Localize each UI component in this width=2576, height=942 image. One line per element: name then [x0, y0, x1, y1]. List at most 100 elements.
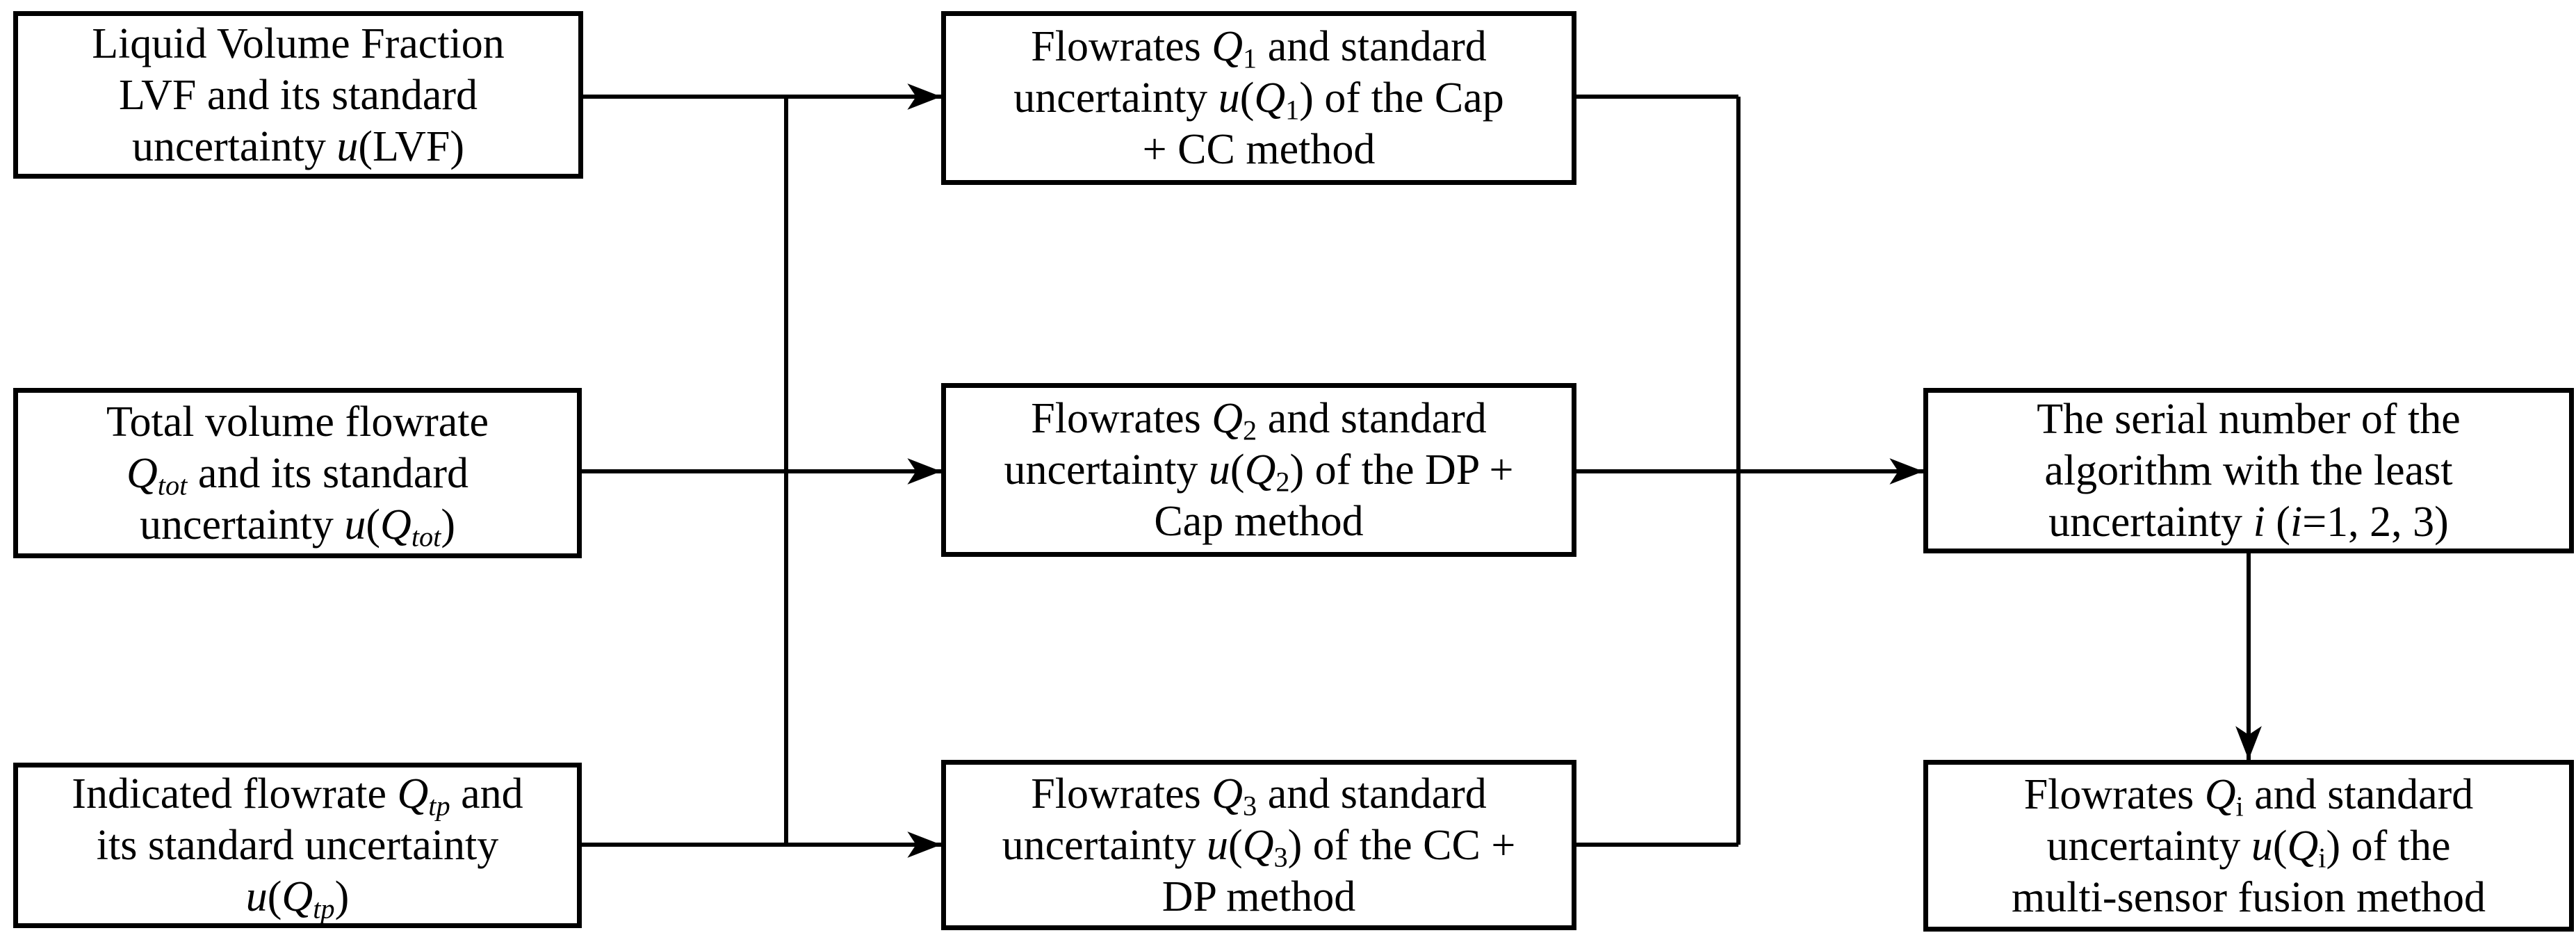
text-line: DP method	[1162, 871, 1355, 923]
text-line: uncertainty i (i=1, 2, 3)	[2048, 496, 2449, 548]
text-segment: Q	[1212, 395, 1244, 442]
text-segment: and its standard	[187, 449, 468, 497]
text-segment: and standard	[2243, 770, 2474, 818]
text-segment: (	[366, 501, 381, 549]
text-line: uncertainty u(Q3) of the CC +	[1002, 820, 1516, 871]
text-line: uncertainty u(Q2) of the DP +	[1004, 444, 1514, 496]
text-line: + CC method	[1143, 124, 1376, 175]
text-line: Flowrates Q3 and standard	[1031, 768, 1487, 820]
text-segment: and standard	[1257, 770, 1487, 818]
text-segment: and	[450, 770, 523, 818]
text-segment: its standard uncertainty	[96, 822, 499, 869]
text-segment: uncertainty	[1013, 74, 1218, 122]
text-segment: )	[441, 501, 456, 549]
text-segment: i	[2290, 498, 2303, 546]
text-segment: Q	[1244, 446, 1276, 494]
text-line: LVF and its standard	[119, 70, 478, 121]
text-segment: Cap method	[1154, 498, 1364, 545]
text-line: Flowrates Q1 and standard	[1031, 21, 1487, 72]
text-segment: Flowrates	[1031, 23, 1212, 70]
text-line: its standard uncertainty	[97, 820, 499, 871]
text-segment: u	[1218, 74, 1240, 122]
text-segment: uncertainty	[131, 122, 337, 170]
text-line: Liquid Volume Fraction	[92, 18, 505, 70]
text-segment: Q	[397, 770, 429, 818]
text-segment: uncertainty	[2046, 822, 2251, 870]
text-line: uncertainty u(Qtot)	[140, 499, 455, 551]
subscript-text: 1	[1243, 42, 1257, 74]
text-segment: ) of the CC +	[1287, 821, 1516, 869]
subscript-text: 3	[1243, 789, 1257, 821]
text-segment: Q	[2204, 770, 2236, 818]
subscript-text: 3	[1273, 841, 1288, 872]
text-line: Cap method	[1154, 496, 1363, 547]
text-segment: DP method	[1161, 872, 1356, 920]
text-line: Total volume flowrate	[106, 396, 489, 448]
subscript-text: 2	[1243, 414, 1257, 446]
text-segment: i	[2253, 498, 2265, 546]
text-segment: (	[1230, 446, 1245, 494]
text-segment: uncertainty	[1002, 821, 1207, 869]
text-segment: Liquid Volume Fraction	[92, 19, 505, 67]
text-segment: ) of the	[2326, 822, 2451, 870]
text-segment: (	[2265, 498, 2290, 546]
text-line: multi-sensor fusion method	[2012, 872, 2486, 923]
text-line: u(Qtp)	[246, 871, 349, 923]
text-segment: Indicated flowrate	[72, 770, 398, 818]
text-segment: )	[334, 873, 350, 920]
text-segment: uncertainty	[2048, 498, 2253, 546]
text-segment: multi-sensor fusion method	[2012, 873, 2486, 921]
text-segment: and standard	[1257, 395, 1487, 442]
text-line: Flowrates Q2 and standard	[1031, 393, 1487, 444]
text-segment: uncertainty	[1004, 446, 1209, 494]
text-segment: u	[245, 873, 268, 920]
text-segment: ) of the Cap	[1299, 74, 1504, 122]
text-segment: u	[1208, 446, 1230, 494]
text-segment: Flowrates	[1031, 770, 1212, 818]
text-segment: (	[2272, 822, 2288, 870]
text-segment: uncertainty	[139, 501, 345, 549]
subscript-text: tp	[428, 790, 450, 822]
text-segment: =1, 2, 3)	[2302, 498, 2449, 546]
subscript-text: 1	[1285, 94, 1300, 126]
subscript-text: 2	[1275, 466, 1290, 498]
text-segment: u	[344, 501, 366, 549]
subscript-text: i	[2235, 790, 2244, 822]
subscript-text: tp	[313, 893, 335, 925]
text-line: Flowrates Qi and standard	[2024, 769, 2474, 820]
text-segment: and standard	[1257, 23, 1487, 70]
text-segment: Q	[1212, 23, 1244, 70]
text-segment: (LVF)	[358, 122, 465, 170]
text-line: uncertainty u(Qi) of the	[2046, 820, 2450, 872]
text-segment: Flowrates	[2023, 770, 2205, 818]
text-segment: (	[1228, 821, 1243, 869]
text-segment: u	[2251, 822, 2273, 870]
text-segment: Flowrates	[1031, 395, 1212, 442]
text-segment: (	[267, 873, 282, 920]
text-segment: Q	[1254, 74, 1286, 122]
text-segment: u	[1207, 821, 1229, 869]
text-segment: Q	[1242, 821, 1274, 869]
text-line: Indicated flowrate Qtp and	[72, 768, 523, 820]
subscript-text: i	[2318, 841, 2326, 873]
text-segment: ) of the DP +	[1289, 446, 1514, 494]
text-segment: u	[336, 122, 359, 170]
subscript-text: tot	[411, 520, 441, 552]
text-segment: Q	[2287, 822, 2319, 870]
text-segment: LVF and its standard	[118, 71, 478, 119]
text-segment: Total volume flowrate	[106, 398, 489, 446]
text-line: Qtot and its standard	[127, 448, 468, 499]
text-segment: Q	[380, 501, 411, 549]
text-line: algorithm with the least	[2044, 445, 2452, 496]
text-line: The serial number of the	[2037, 393, 2460, 445]
text-segment: The serial number of the	[2037, 396, 2461, 443]
